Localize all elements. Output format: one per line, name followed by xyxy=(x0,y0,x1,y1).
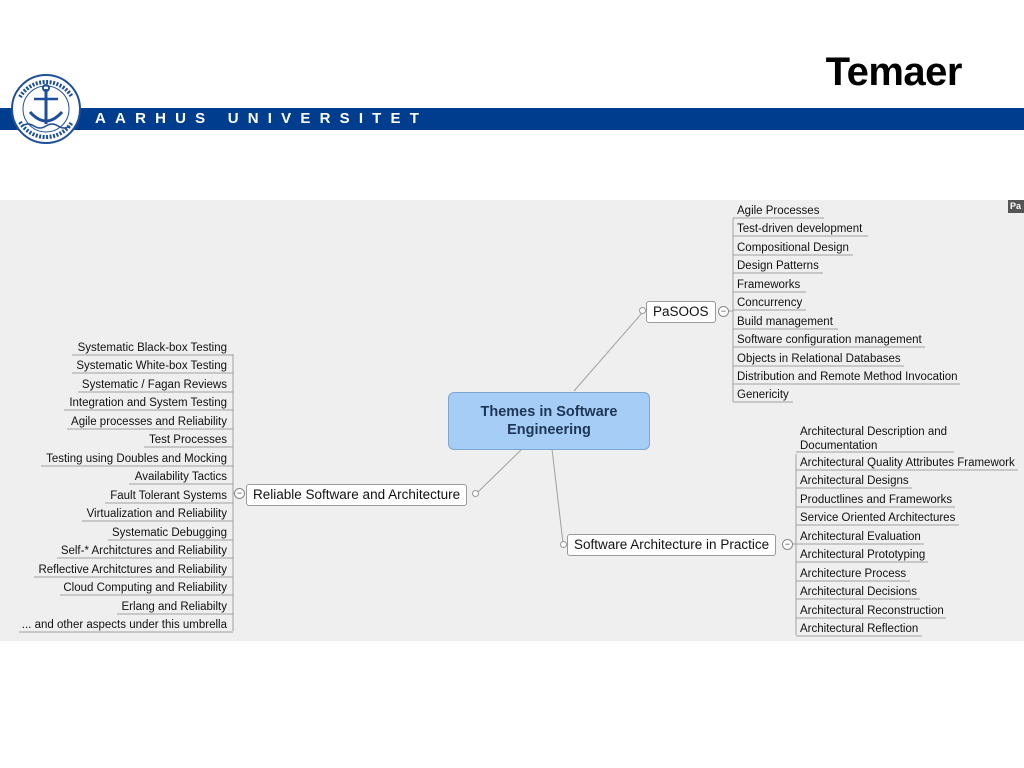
practice-item[interactable]: Architectural Prototyping xyxy=(800,549,926,561)
pasoos-collapse-icon[interactable]: − xyxy=(718,306,729,317)
reliable-connector-dot xyxy=(472,490,479,497)
university-band xyxy=(0,108,1024,130)
hub-pasoos[interactable]: PaSOOS xyxy=(646,301,716,323)
reliable-item[interactable]: Virtualization and Reliability xyxy=(86,508,227,520)
pasoos-item[interactable]: Concurrency xyxy=(737,297,803,309)
practice-item[interactable]: Productlines and Frameworks xyxy=(800,494,953,506)
reliable-item[interactable]: Reflective Architctures and Reliability xyxy=(38,564,227,576)
pasoos-connector-dot xyxy=(639,307,646,314)
practice-item[interactable]: Architecture Process xyxy=(800,568,907,580)
pa-tab: Pa xyxy=(1008,200,1024,213)
pasoos-item[interactable]: Build management xyxy=(737,316,833,328)
pasoos-item[interactable]: Design Patterns xyxy=(737,260,819,272)
reliable-item[interactable]: Fault Tolerant Systems xyxy=(110,490,227,502)
practice-item[interactable]: Architectural Decisions xyxy=(800,586,917,598)
practice-item[interactable]: Architectural Description and Documentat… xyxy=(800,426,948,452)
reliable-item[interactable]: ... and other aspects under this umbrell… xyxy=(21,619,227,631)
reliable-item[interactable]: Systematic / Fagan Reviews xyxy=(81,379,227,391)
university-seal-icon xyxy=(11,74,81,144)
pasoos-item[interactable]: Compositional Design xyxy=(737,242,849,254)
reliable-item[interactable]: Systematic White-box Testing xyxy=(76,360,227,372)
mindmap-connectors xyxy=(19,217,1018,637)
hub-reliable[interactable]: Reliable Software and Architecture xyxy=(246,484,468,506)
reliable-item[interactable]: Testing using Doubles and Mocking xyxy=(46,453,227,465)
reliable-item[interactable]: Self-* Architctures and Reliability xyxy=(60,545,227,557)
pasoos-item[interactable]: Test-driven development xyxy=(737,223,863,235)
practice-connector-dot xyxy=(560,541,567,548)
mindmap-canvas: Pa Themes in Software Engineering PaSOOS… xyxy=(0,200,1024,641)
pasoos-item[interactable]: Distribution and Remote Method Invocatio… xyxy=(737,371,958,383)
practice-item[interactable]: Architectural Evaluation xyxy=(800,531,921,543)
reliable-item[interactable]: Systematic Black-box Testing xyxy=(77,342,227,354)
practice-item[interactable]: Architectural Reconstruction xyxy=(800,605,944,617)
pasoos-item[interactable]: Software configuration management xyxy=(737,334,922,346)
practice-collapse-icon[interactable]: − xyxy=(782,539,793,550)
pasoos-item[interactable]: Frameworks xyxy=(737,279,801,291)
practice-item[interactable]: Service Oriented Architectures xyxy=(800,512,956,524)
pasoos-item[interactable]: Agile Processes xyxy=(737,205,820,217)
reliable-item[interactable]: Integration and System Testing xyxy=(69,397,227,409)
practice-item[interactable]: Architectural Quality Attributes Framewo… xyxy=(800,457,1015,469)
practice-item[interactable]: Architectural Reflection xyxy=(800,623,919,635)
slide-title: Temaer xyxy=(825,50,963,94)
reliable-item[interactable]: Erlang and Reliabilty xyxy=(121,601,227,613)
central-topic[interactable]: Themes in Software Engineering xyxy=(448,392,650,450)
central-topic-line1: Themes in Software xyxy=(480,404,618,420)
reliable-item[interactable]: Availability Tactics xyxy=(134,471,227,483)
pasoos-item[interactable]: Genericity xyxy=(737,389,789,401)
reliable-item[interactable]: Cloud Computing and Reliability xyxy=(63,582,227,594)
hub-practice[interactable]: Software Architecture in Practice xyxy=(567,534,777,556)
central-topic-line2: Engineering xyxy=(507,422,591,438)
reliable-item[interactable]: Test Processes xyxy=(149,434,227,446)
pasoos-item[interactable]: Objects in Relational Databases xyxy=(737,353,901,365)
reliable-item[interactable]: Systematic Debugging xyxy=(111,527,227,539)
practice-item[interactable]: Architectural Designs xyxy=(800,475,909,487)
university-name: AARHUS UNIVERSITET xyxy=(95,110,429,127)
reliable-item[interactable]: Agile processes and Reliability xyxy=(71,416,227,428)
reliable-collapse-icon[interactable]: − xyxy=(234,488,245,499)
